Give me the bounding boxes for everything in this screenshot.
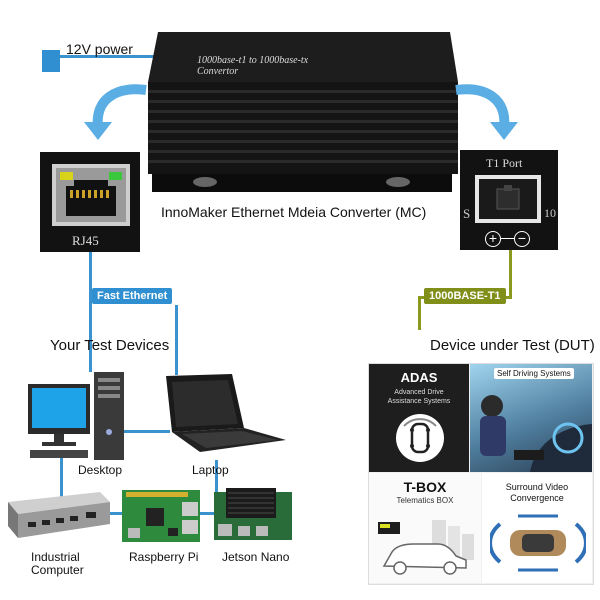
desktop-computer-icon	[28, 372, 124, 460]
t1-plus-icon: +	[485, 231, 501, 247]
jetson-label: Jetson Nano	[222, 550, 290, 564]
industrial-computer-icon	[8, 492, 110, 538]
tbox-car-icon	[378, 520, 474, 575]
self-driving-label: Self Driving Systems	[494, 368, 574, 379]
power-line	[52, 55, 162, 58]
tbox-subtitle: Telematics BOX	[396, 496, 454, 505]
adas-subtitle-line2: Assistance Systems	[387, 398, 451, 405]
surround-tile	[482, 473, 592, 583]
fast-ethernet-tag: Fast Ethernet	[92, 288, 173, 304]
t1-side-letter: S	[463, 206, 471, 221]
arrow-to-rj45-icon	[84, 84, 147, 140]
t1-drop-line	[418, 296, 421, 330]
adas-car-icon	[396, 414, 444, 462]
converter-caption: InnoMaker Ethernet Mdeia Converter (MC)	[161, 204, 427, 220]
laptop-down-line	[215, 460, 218, 515]
t1-connector-icon	[475, 175, 541, 223]
rj45-jack-icon	[52, 164, 130, 226]
test-devices-title: Your Test Devices	[50, 337, 170, 354]
industrial-label-line1: Industrial	[31, 550, 80, 564]
converter-label-line2: Convertor	[197, 66, 239, 77]
rj45-label: RJ45	[72, 233, 99, 248]
desktop-label: Desktop	[78, 463, 123, 477]
power-label: 12V power	[66, 41, 133, 57]
adas-subtitle-line1: Advanced Drive	[394, 389, 444, 396]
t1-minus-icon: −	[514, 231, 530, 247]
laptop-icon	[166, 374, 286, 452]
surround-label-line1: Surround Video	[505, 482, 569, 492]
converter-device	[148, 32, 458, 192]
adas-title: ADAS	[400, 370, 438, 385]
converter-label-line1: 1000base-t1 to 1000base-tx	[197, 55, 309, 66]
desktop-down-line	[60, 456, 63, 514]
self-driving-car-interior-icon	[480, 395, 592, 472]
arrow-to-t1-icon	[455, 84, 518, 140]
t1-down-line	[509, 250, 512, 298]
jetson-nano-icon	[214, 488, 292, 540]
power-plug-icon	[42, 50, 60, 72]
laptop-label: Laptop	[192, 463, 229, 477]
tbox-title: T-BOX	[403, 479, 447, 495]
surround-label-line2: Convergence	[510, 493, 564, 503]
raspberry-pi-icon	[122, 490, 200, 542]
industrial-label-line2: Computer	[31, 563, 84, 577]
rj45-down-line	[89, 252, 92, 372]
dut-title: Device under Test (DUT)	[430, 337, 595, 354]
surround-video-car-icon	[490, 514, 586, 572]
fast-ethernet-drop-line	[175, 305, 178, 375]
base-t1-tag: 1000BASE-T1	[424, 288, 506, 304]
t1-polarity-line	[500, 238, 514, 239]
t1-port-label: T1 Port	[486, 156, 523, 170]
raspberry-label: Raspberry Pi	[129, 550, 199, 564]
laptop-desktop-line	[120, 430, 170, 433]
t1-side-digits: 10	[544, 206, 556, 220]
